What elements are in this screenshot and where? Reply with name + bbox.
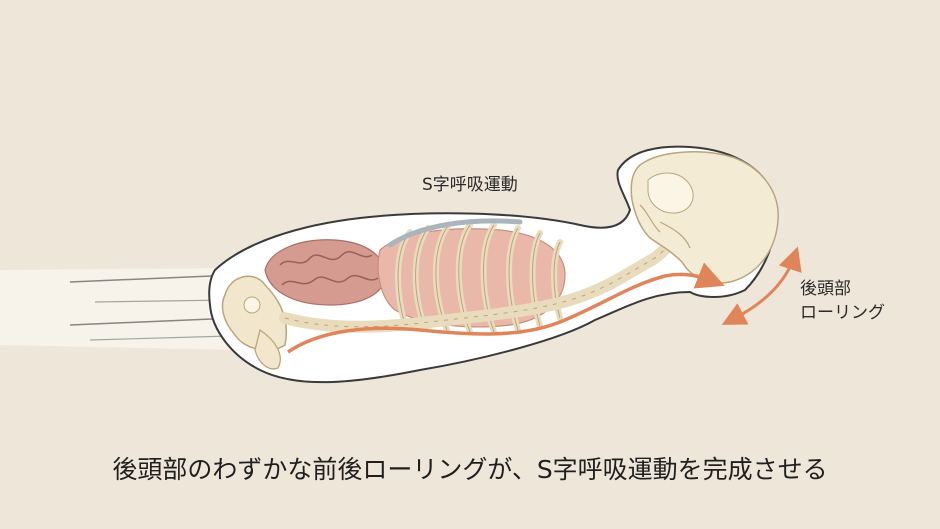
rolling-label-line1: 後頭部 — [800, 279, 851, 299]
caption: 後頭部のわずかな前後ローリングが、S字呼吸運動を完成させる — [112, 455, 828, 484]
s-breathing-label: S字呼吸運動 — [422, 175, 518, 195]
collarbone — [387, 218, 523, 248]
rolling-label-line2: ローリング — [800, 303, 885, 323]
rolling-arrow — [721, 246, 802, 325]
s-wave-arrow — [287, 262, 725, 354]
legs — [0, 268, 240, 350]
spine — [279, 229, 681, 333]
pelvis-bone — [221, 275, 287, 370]
intestines — [264, 239, 386, 306]
